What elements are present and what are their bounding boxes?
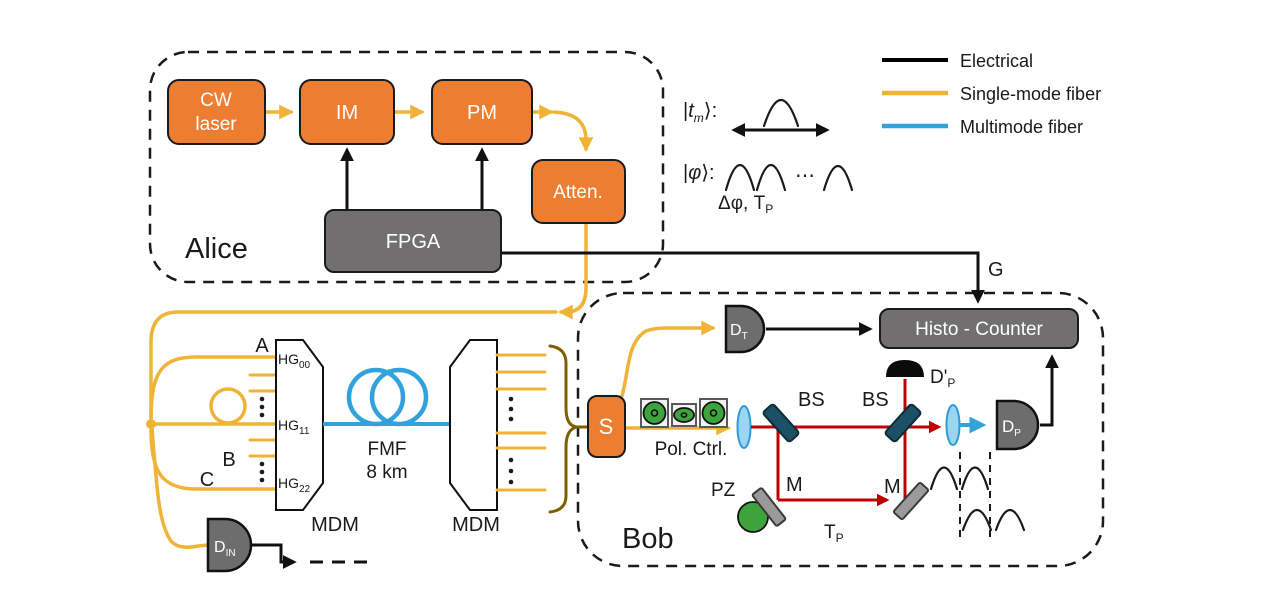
fiber-switch-to-dt — [620, 320, 716, 398]
pz-label: PZ — [711, 480, 736, 501]
alice-title: Alice — [185, 233, 248, 265]
port-hg11-label: HG11 — [278, 417, 310, 437]
phi-pulse-2 — [755, 164, 787, 192]
dpp-detector — [886, 360, 924, 377]
wire-fpga-to-histo — [501, 251, 985, 304]
input-b-label: B — [222, 449, 235, 471]
phi-params-label: Δφ, TP — [718, 193, 773, 216]
fiber-atten-down — [558, 221, 588, 320]
fiber-to-din — [150, 426, 210, 549]
legend-mmf-label: Multimode fiber — [960, 117, 1083, 137]
din-electrical-out — [251, 543, 297, 569]
collimating-lens-in — [736, 405, 752, 449]
pol-ctrl-label: Pol. Ctrl. — [655, 439, 728, 460]
dp-detector: DP — [995, 399, 1040, 451]
cw-laser-label-line1: CW — [200, 90, 232, 111]
fiber-loop — [209, 387, 247, 425]
fmf-label-line1: FMF — [367, 439, 406, 460]
dt-label: DT — [730, 322, 748, 342]
cw-laser-box: CW laser — [167, 79, 266, 145]
fiber-to-splitter — [149, 310, 558, 420]
switch-box: S — [587, 395, 626, 458]
fmf-coil-loop-2 — [369, 367, 429, 427]
output-gather-brace — [548, 344, 578, 514]
input-c-label: C — [200, 469, 214, 491]
phi-state-label: |φ⟩: — [683, 162, 715, 184]
fiber-splitter-junction — [146, 419, 156, 429]
tp-label: TP — [824, 522, 844, 545]
phi-pulse-1 — [724, 164, 756, 192]
output-pulse-sketch — [929, 452, 1026, 540]
wire-dp-to-histo — [1040, 354, 1059, 427]
tm-pulse — [762, 98, 800, 128]
port-hg00-label: HG00 — [278, 351, 311, 371]
legend-smf-label: Single-mode fiber — [960, 84, 1101, 104]
phase-modulator-box: PM — [431, 79, 533, 145]
gate-signal-label: G — [988, 259, 1004, 281]
mirror-2 — [892, 481, 930, 521]
attenuator-box: Atten. — [531, 159, 626, 224]
polarization-controller: Pol. Ctrl. — [640, 398, 728, 460]
din-label: DIN — [214, 539, 236, 559]
mdm-left-port-stubs — [248, 373, 278, 483]
dt-detector: DT — [724, 304, 766, 354]
mdm-left: HG00 HG11 HG22 MDM — [275, 339, 359, 536]
fiber-input-a — [149, 355, 278, 420]
beamsplitter-2 — [884, 403, 922, 443]
atten-label: Atten. — [553, 182, 603, 203]
mirror-1 — [751, 487, 787, 527]
legend-electrical-label: Electrical — [960, 51, 1033, 71]
dp-label: DP — [1002, 417, 1021, 439]
fmf-coil-loop-1 — [346, 367, 406, 427]
port-hg22-label: HG22 — [278, 475, 311, 495]
im-label: IM — [336, 102, 358, 124]
alice-box-border — [148, 50, 665, 284]
bs2-label: BS — [862, 389, 889, 411]
bob-box-border — [576, 291, 1105, 568]
bob-title: Bob — [622, 523, 674, 555]
mdm-right: MDM — [449, 339, 500, 536]
fpga-box: FPGA — [324, 209, 502, 273]
fiber-into-atten — [552, 110, 594, 152]
coupling-lens-out — [945, 404, 961, 446]
phi-pulse-n — [822, 165, 854, 192]
switch-label: S — [599, 414, 614, 439]
dpp-label: D'P — [930, 367, 955, 390]
din-detector: DIN — [206, 517, 253, 573]
mdm-left-label: MDM — [311, 514, 359, 536]
histo-counter-label: Histo - Counter — [915, 319, 1043, 340]
m2-label: M — [884, 476, 901, 498]
intensity-modulator-box: IM — [299, 79, 395, 145]
legend: Electrical Single-mode fiber Multimode f… — [882, 51, 1101, 137]
pm-label: PM — [467, 102, 497, 124]
fmf-label-line2: 8 km — [366, 462, 407, 483]
mdm-right-label: MDM — [452, 514, 500, 536]
bs1-label: BS — [798, 389, 825, 411]
histo-counter-box: Histo - Counter — [879, 308, 1079, 349]
time-bin-state-notation: |tm⟩: |φ⟩: ⋯ Δφ, TP — [683, 98, 854, 216]
phi-ellipsis: ⋯ — [795, 165, 815, 187]
tm-state-label: |tm⟩: — [683, 100, 717, 125]
input-a-label: A — [255, 335, 269, 357]
beamsplitter-1 — [762, 403, 800, 443]
m1-label: M — [786, 474, 803, 496]
mdm-right-port-stubs — [495, 353, 547, 492]
cw-laser-label-line2: laser — [195, 114, 237, 135]
fpga-label: FPGA — [386, 231, 441, 253]
